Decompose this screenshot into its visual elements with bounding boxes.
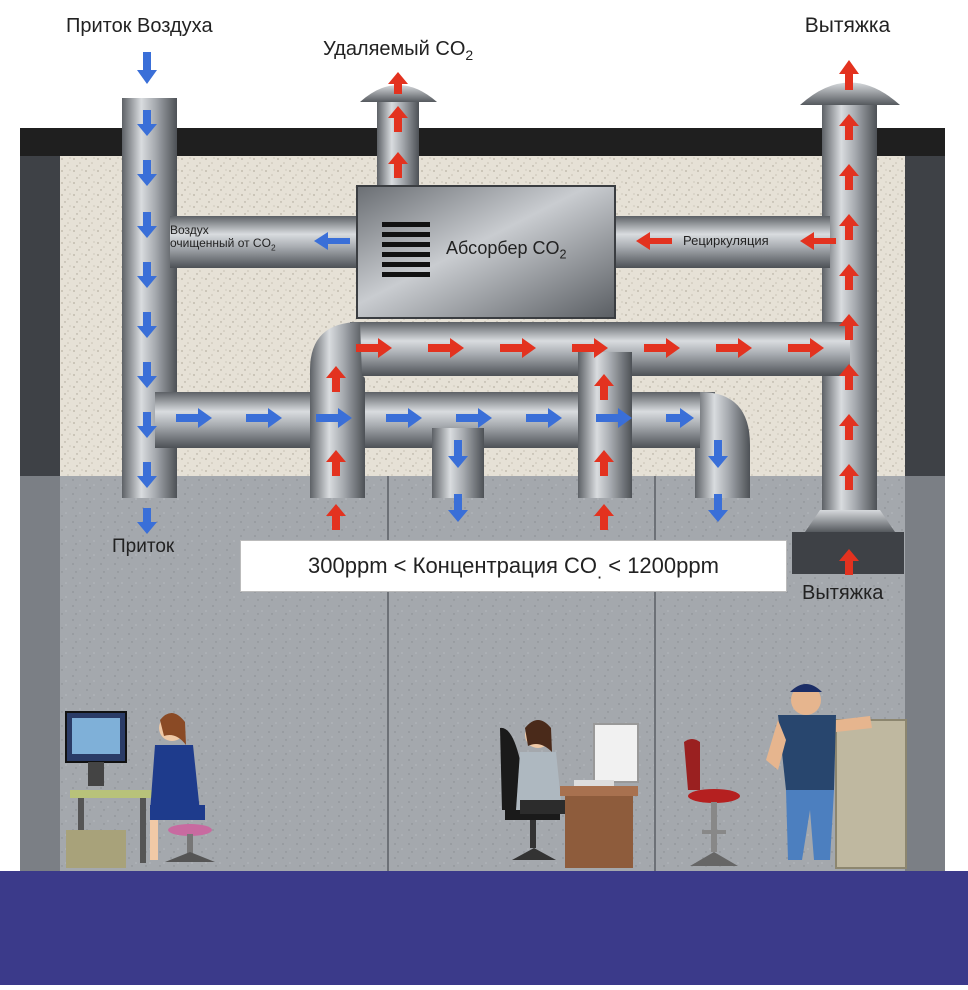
absorber-grille-icon (382, 222, 430, 277)
concentration-main: 300ppm < Концентрация CO (308, 553, 598, 578)
co2-removed-label: Удаляемый CO2 (323, 38, 473, 63)
concentration-box: 300ppm < Концентрация CO. < 1200ppm (240, 540, 787, 592)
cleaned-air-label: Воздух очищенный от CO2 (170, 224, 276, 254)
left-wall-edge (20, 476, 60, 871)
woman-at-desk-icon (500, 720, 639, 868)
absorber-text: Абсорбер CO (446, 238, 560, 258)
exhaust-hood-top (805, 510, 895, 532)
return-duct-elbow (310, 322, 365, 498)
woman-at-computer-icon (65, 711, 215, 868)
exhaust-bottom-label: Вытяжка (802, 582, 884, 604)
inflow-bottom-label: Приток (112, 536, 175, 557)
supply-arrows (137, 52, 728, 534)
bar-stool-icon (684, 739, 740, 866)
exhaust-riser (822, 98, 877, 510)
absorber-subscript: 2 (559, 247, 567, 262)
exhaust-top-label: Вытяжка (755, 14, 940, 38)
absorber-label: Абсорбер CO2 (446, 238, 566, 262)
concentration-subscript: . (597, 561, 603, 583)
concentration-end: < 1200ppm (602, 553, 719, 578)
return-drop-2 (578, 352, 632, 498)
air-inflow-label: Приток Воздуха (66, 15, 213, 37)
man-leaning-icon (766, 684, 907, 869)
supply-duct-elbow (695, 392, 750, 498)
cleaned-air-line1: Воздух (170, 223, 209, 237)
cleaned-air-line2-wrap: очищенный от CO2 (170, 237, 276, 254)
floor (0, 871, 968, 985)
co2-removed-subscript: 2 (465, 47, 474, 63)
cleaned-air-subscript: 2 (270, 242, 276, 253)
exhaust-arrows (326, 60, 859, 575)
exhaust-cap (800, 82, 900, 105)
right-wall-edge (905, 476, 945, 871)
left-column (20, 156, 60, 476)
concentration-text: 300ppm < Концентрация CO. < 1200ppm (241, 553, 786, 583)
co2-removed-text: Удаляемый CO (323, 38, 466, 60)
recirculation-label: Рециркуляция (683, 233, 769, 248)
right-column (905, 156, 945, 476)
cleaned-air-line2: очищенный от CO (170, 236, 271, 250)
